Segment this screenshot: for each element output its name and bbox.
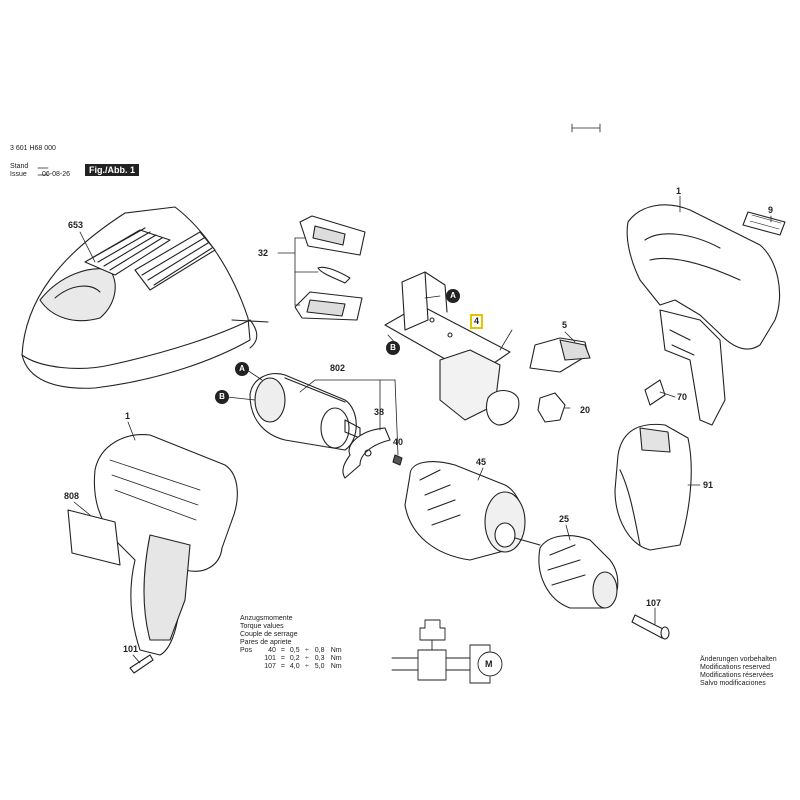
notice-fr: Modifications réservées — [700, 672, 774, 679]
torque-title-es: Pares de apriete — [240, 639, 292, 646]
torque-pos: 107 — [264, 663, 276, 670]
switch-cover-32 — [294, 215, 366, 321]
callout-802: 802 — [330, 363, 346, 373]
torque-title-en: Torque values — [240, 623, 284, 630]
torque-from: 0,5 — [289, 647, 300, 654]
battery-91 — [614, 423, 692, 551]
callout-20: 20 — [580, 405, 591, 415]
callout-1-left: 1 — [125, 411, 131, 421]
switch-pcb-4 — [384, 271, 520, 426]
housing-half-1-right — [626, 204, 781, 426]
torque-row: 101 = 0,2 ÷ 0,3 Nm — [240, 655, 370, 663]
callout-653: 653 — [68, 220, 84, 230]
torque-row: 107 = 4,0 ÷ 5,0 Nm — [240, 663, 370, 671]
housing-half-1-left — [93, 434, 238, 656]
leader-lines — [73, 195, 772, 664]
issue-date: 06-08-26 — [42, 171, 71, 178]
callout-40: 40 — [393, 437, 404, 447]
wiring-schematic — [391, 619, 503, 684]
torque-eq: = — [280, 647, 285, 654]
torque-pos: 40 — [268, 647, 276, 654]
callout-101: 101 — [123, 644, 139, 654]
notice-es: Salvo modificaciones — [700, 680, 766, 687]
callout-45: 45 — [476, 457, 487, 467]
screw-107 — [631, 614, 670, 640]
callout-32: 32 — [258, 248, 269, 258]
callout-1-top: 1 — [676, 186, 682, 196]
torque-dash: ÷ — [304, 647, 309, 654]
callout-5: 5 — [562, 320, 568, 330]
torque-pos-label: Pos — [240, 647, 253, 654]
torque-row: Pos 40 = 0,5 ÷ 0,8 Nm — [240, 647, 370, 655]
motor-802 — [249, 373, 361, 451]
notice-en: Modifications reserved — [700, 664, 771, 671]
torque-title-de: Anzugsmomente — [240, 615, 293, 622]
figure-label: Fig./Abb. 1 — [85, 164, 139, 176]
torque-to: 0,8 — [314, 647, 325, 654]
torque-title-fr: Couple de serrage — [240, 631, 298, 638]
torque-to: 0,3 — [314, 655, 325, 662]
callout-70: 70 — [677, 392, 688, 402]
torque-unit: Nm — [330, 647, 342, 654]
torque-from: 4,0 — [289, 663, 300, 670]
marker-b-pcb: B — [386, 341, 400, 355]
part-number: 3 601 H68 000 — [10, 145, 56, 152]
label-9 — [742, 211, 786, 236]
torque-dash: ÷ — [304, 663, 309, 670]
callout-9: 9 — [768, 205, 774, 215]
notices: Änderungen vorbehalten Modifications res… — [700, 656, 798, 688]
torque-eq: = — [280, 663, 285, 670]
motor-symbol-label: M — [485, 659, 493, 669]
stand-label: Stand — [10, 163, 29, 170]
header-marks — [37, 123, 601, 176]
marker-a-pcb: A — [446, 289, 460, 303]
torque-table: Anzugsmomente Torque values Couple de se… — [240, 615, 370, 671]
chuck-25 — [538, 535, 619, 609]
torque-from: 0,2 — [289, 655, 300, 662]
torque-unit: Nm — [330, 663, 342, 670]
callout-107: 107 — [646, 598, 662, 608]
marker-a-motor: A — [235, 362, 249, 376]
gearbox-45 — [404, 461, 541, 561]
callout-808: 808 — [64, 491, 80, 501]
screw-101 — [129, 654, 154, 674]
torque-unit: Nm — [330, 655, 342, 662]
callout-38: 38 — [374, 407, 385, 417]
torque-pos: 101 — [264, 655, 276, 662]
callout-4-highlight: 4 — [470, 314, 484, 329]
torque-eq: = — [280, 655, 285, 662]
torque-dash: ÷ — [304, 655, 309, 662]
bracket-38 — [342, 427, 403, 479]
clip-70 — [644, 379, 666, 406]
issue-label: Issue — [10, 171, 27, 178]
callout-25: 25 — [559, 514, 570, 524]
charger-653 — [21, 206, 269, 389]
notice-de: Änderungen vorbehalten — [700, 656, 777, 663]
callout-91: 91 — [703, 480, 714, 490]
label-808 — [67, 509, 121, 566]
button-20 — [537, 392, 566, 423]
slider-5 — [529, 337, 591, 373]
torque-to: 5,0 — [314, 663, 325, 670]
marker-b-motor: B — [215, 390, 229, 404]
